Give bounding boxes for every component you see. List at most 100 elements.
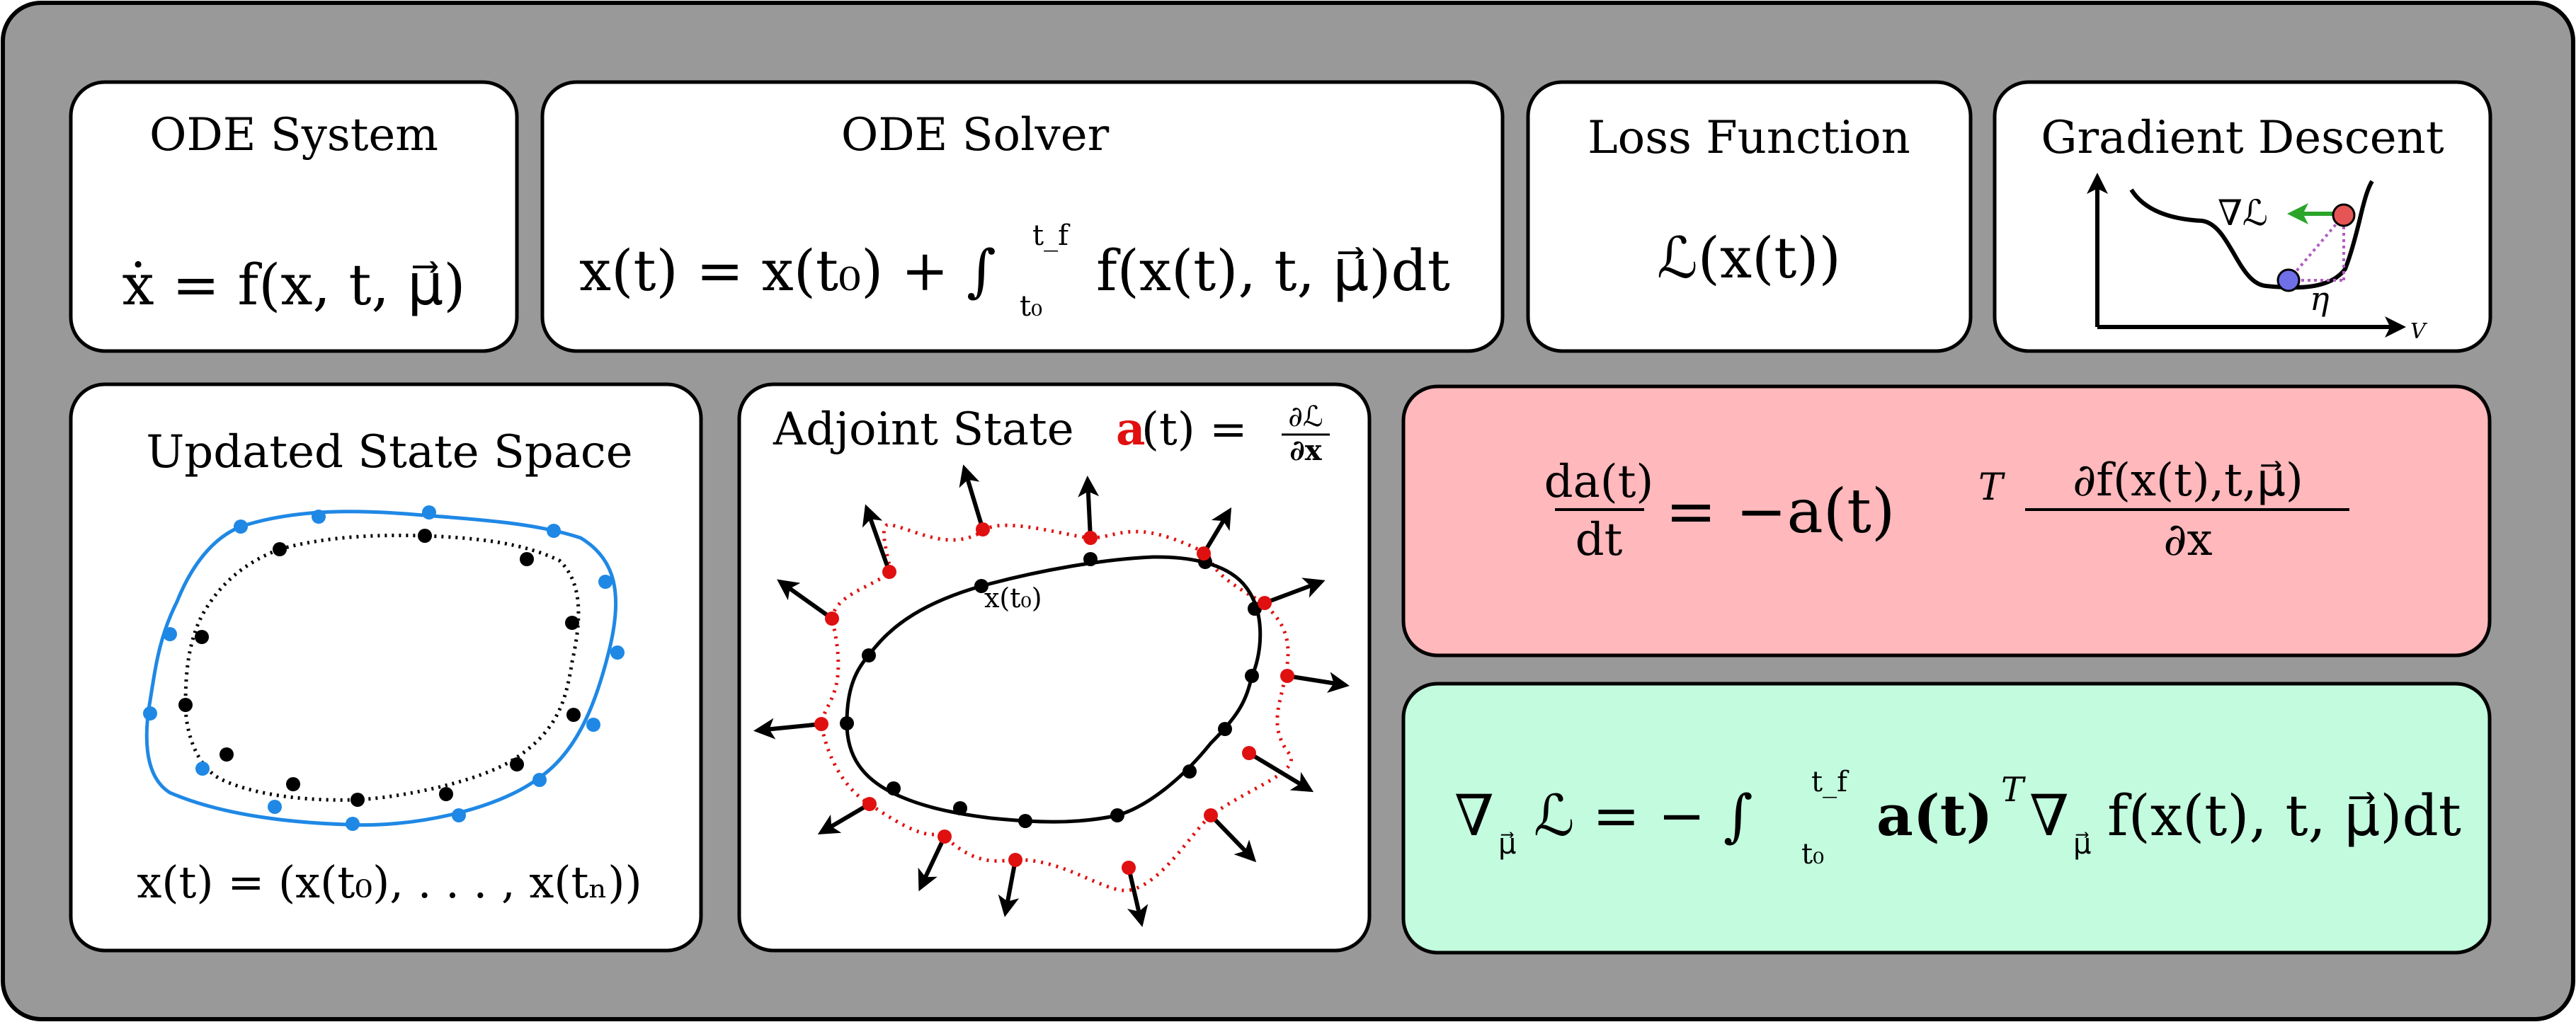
- adjoint-arrow: [1263, 578, 1326, 605]
- grad-eq-lhs: ∇: [1454, 783, 1494, 849]
- black-point: [840, 716, 854, 730]
- black-point: [1245, 669, 1259, 683]
- black-point: [195, 630, 209, 644]
- gd-end-point: [2332, 203, 2356, 227]
- blue-point: [586, 718, 600, 732]
- grad-eq-rhs: a(t): [1876, 782, 1993, 849]
- grad-eq-rhs2-sub: μ⃗: [2073, 828, 2091, 861]
- red-point: [1280, 669, 1294, 683]
- panel-updated-state-space: Updated State Space: [69, 382, 703, 953]
- black-point: [1182, 764, 1197, 779]
- adjoint-point-label: x(t₀): [984, 582, 1042, 614]
- gd-start-point: [2276, 268, 2301, 292]
- blue-point: [268, 800, 282, 814]
- black-point: [520, 552, 534, 566]
- black-point: [1083, 552, 1098, 566]
- adjoint-arrow: [1127, 867, 1149, 927]
- gd-x-axis-label: V: [2410, 319, 2428, 344]
- panel-ode-solver-box: [540, 80, 1505, 353]
- blue-point: [547, 524, 561, 538]
- adjoint-arrow: [959, 464, 985, 530]
- panel-ode-solver-title: ODE Solver: [841, 109, 1110, 161]
- adjoint-arrow: [918, 835, 947, 892]
- panel-gradient-equation-box: [1401, 682, 2492, 955]
- adjoint-arrow: [1248, 751, 1314, 793]
- adjoint-arrow: [1209, 813, 1257, 863]
- updated-state-points: [143, 505, 625, 831]
- blue-point: [610, 645, 625, 660]
- panel-updated-state-space-title: Updated State Space: [146, 426, 632, 478]
- adjoint-red-points: [814, 522, 1294, 875]
- panel-ode-system: ODE System ẋ = f(x, t, μ⃗): [69, 80, 519, 353]
- panel-gradient-descent-title: Gradient Descent: [2041, 112, 2444, 164]
- black-point: [273, 542, 287, 556]
- red-point: [814, 717, 828, 731]
- blue-point: [452, 808, 466, 822]
- original-state-points: [178, 529, 581, 807]
- black-point: [439, 787, 453, 801]
- panel-ode-solver: ODE Solver x(t) = x(t₀) + ∫ t_f t₀ f(x(t…: [540, 80, 1505, 353]
- red-point: [882, 565, 896, 579]
- red-point: [1083, 531, 1098, 545]
- panel-loss-function-box: [1526, 80, 1973, 353]
- gd-eta-label: η: [2310, 280, 2330, 318]
- red-point: [937, 829, 952, 844]
- gd-eta-slope: [2287, 214, 2345, 282]
- black-point: [510, 757, 524, 771]
- blue-point: [143, 706, 157, 720]
- panel-loss-function-title: Loss Function: [1588, 112, 1910, 164]
- grad-eq-int-upper: t_f: [1811, 766, 1850, 798]
- black-point: [351, 793, 365, 807]
- black-point: [178, 698, 193, 712]
- black-point: [1110, 808, 1124, 822]
- adjoint-vectors: [753, 464, 1350, 927]
- adjoint-arrow: [1287, 672, 1350, 694]
- ode-solver-int-lower: t₀: [1020, 290, 1042, 323]
- adjoint-frac-num: ∂ℒ: [1288, 401, 1323, 433]
- black-point: [862, 648, 876, 662]
- grad-eq-sup-t: T: [2001, 770, 2026, 810]
- red-point: [1204, 808, 1218, 822]
- black-point: [566, 708, 581, 722]
- grad-eq-lhs-sub: μ⃗: [1498, 828, 1516, 861]
- panel-adjoint-state-box: [737, 382, 1372, 953]
- panel-updated-state-space-box: [69, 382, 703, 953]
- gd-grad-label: ∇ℒ: [2218, 193, 2268, 234]
- panel-gradient-descent: Gradient Descent V ∇ℒ η: [1993, 80, 2492, 353]
- black-point: [286, 777, 300, 791]
- adjoint-eq-lhs-num: da(t): [1544, 456, 1654, 508]
- adjoint-a-suffix: (t) =: [1141, 403, 1248, 456]
- blue-point: [234, 519, 248, 534]
- red-point: [1008, 853, 1022, 867]
- black-point: [953, 801, 967, 815]
- ode-solver-int-upper: t_f: [1032, 219, 1071, 252]
- adjoint-frac-den: ∂x: [1289, 434, 1322, 467]
- panel-loss-function: Loss Function ℒ(x(t)): [1526, 80, 1973, 353]
- ode-solver-equation-rhs: f(x(t), t, μ⃗)dt: [1096, 238, 1450, 304]
- blue-point: [163, 627, 177, 641]
- adjoint-arrow: [817, 802, 871, 835]
- panel-adjoint-equation-box: [1401, 384, 2492, 658]
- grad-eq-int-lower: t₀: [1801, 838, 1824, 871]
- panel-adjoint-equation: da(t) dt = −a(t) T ∂f(x(t),t,μ⃗) ∂x: [1401, 384, 2492, 658]
- red-point: [1242, 746, 1256, 760]
- panel-ode-system-box: [69, 80, 519, 353]
- panel-ode-system-title: ODE System: [149, 109, 438, 161]
- blue-point: [598, 575, 612, 589]
- black-point: [1218, 722, 1232, 736]
- red-point: [976, 522, 990, 536]
- adjoint-eq-middle: = −a(t): [1665, 476, 1895, 547]
- grad-eq-lhs-rest: ℒ = − ∫: [1534, 783, 1753, 849]
- panel-adjoint-state: Adjoint State a (t) = ∂ℒ ∂x: [737, 382, 1372, 953]
- red-point: [825, 612, 839, 626]
- panel-gradient-descent-box: [1993, 80, 2492, 353]
- black-point: [887, 781, 901, 796]
- black-point: [565, 616, 579, 630]
- ode-system-equation: ẋ = f(x, t, μ⃗): [122, 252, 466, 318]
- adjoint-a-symbol: a: [1116, 403, 1145, 456]
- red-point: [1197, 546, 1211, 561]
- red-point: [862, 797, 877, 811]
- adjoint-trajectory-points: [840, 552, 1262, 828]
- adjoint-arrow: [862, 504, 891, 573]
- adjoint-arrow: [753, 718, 822, 740]
